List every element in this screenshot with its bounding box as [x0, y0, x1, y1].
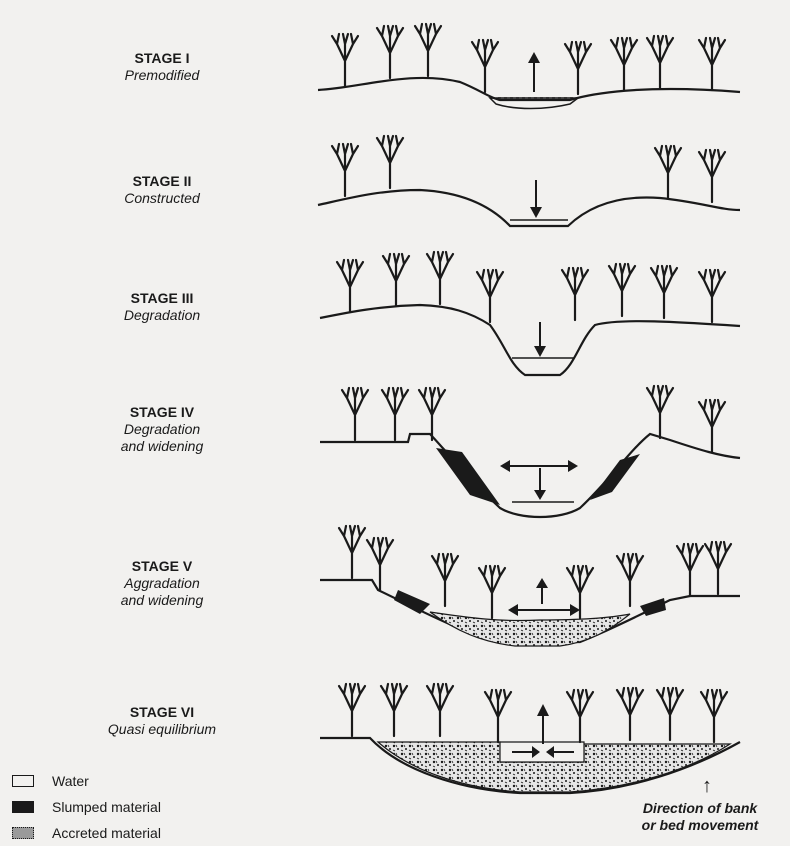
upward-arrow-icon: [537, 704, 549, 744]
bidirectional-arrow-icon: [508, 604, 580, 616]
upward-arrow-icon: [528, 52, 540, 92]
downward-arrow-icon: [534, 322, 546, 357]
stage-2-profile: [318, 136, 740, 226]
legend-label: Accreted material: [52, 825, 161, 841]
slumped-swatch-icon: [12, 801, 34, 813]
stage-1-label: STAGE I Premodified: [32, 50, 292, 84]
stage-title: STAGE III: [32, 290, 292, 307]
direction-line-2: or bed movement: [600, 817, 790, 834]
direction-note: ↑ Direction of bank or bed movement: [600, 776, 790, 834]
stage-title: STAGE VI: [32, 704, 292, 721]
stage-3-label: STAGE III Degradation: [32, 290, 292, 324]
stage-2-label: STAGE II Constructed: [32, 173, 292, 207]
legend-label: Slumped material: [52, 799, 161, 815]
stage-description: Aggradation and widening: [32, 575, 292, 609]
stage-title: STAGE IV: [32, 404, 292, 421]
stage-6-label: STAGE VI Quasi equilibrium: [32, 704, 292, 738]
stage-3-trees: [337, 252, 725, 322]
stage-3-profile: [320, 252, 740, 375]
stage-description: Premodified: [32, 67, 292, 84]
stage-description: Degradation: [32, 307, 292, 324]
stage-description: Constructed: [32, 190, 292, 207]
slumped-material-left: [436, 448, 500, 505]
legend-label: Water: [52, 773, 89, 789]
slumped-material-left: [394, 590, 430, 614]
direction-line-1: Direction of bank: [600, 800, 790, 817]
stage-5-profile: [320, 526, 740, 646]
stage-title: STAGE V: [32, 558, 292, 575]
legend: Water Slumped material Accreted material: [12, 768, 161, 846]
stage-title: STAGE I: [32, 50, 292, 67]
accreted-swatch-icon: [12, 827, 34, 839]
stage-5-label: STAGE V Aggradation and widening: [32, 558, 292, 609]
stage-description: Quasi equilibrium: [32, 721, 292, 738]
stage-4-profile: [320, 386, 740, 517]
slumped-material-right: [590, 454, 640, 500]
upward-arrow-icon: [536, 578, 548, 604]
stage-4-label: STAGE IV Degradation and widening: [32, 404, 292, 455]
stage-1-profile: [318, 24, 740, 109]
downward-arrow-icon: [530, 180, 542, 218]
stage-5-trees: [339, 526, 731, 618]
stage-description: Degradation and widening: [32, 421, 292, 455]
water-swatch-icon: [12, 775, 34, 787]
stage-title: STAGE II: [32, 173, 292, 190]
stage-1-trees: [332, 24, 725, 94]
legend-item-slumped: Slumped material: [12, 794, 161, 820]
legend-item-accreted: Accreted material: [12, 820, 161, 846]
accreted-material: [430, 612, 630, 646]
downward-arrow-icon: [534, 468, 546, 500]
upward-arrow-icon: ↑: [614, 776, 790, 796]
legend-item-water: Water: [12, 768, 161, 794]
stage-6-trees: [339, 684, 727, 742]
